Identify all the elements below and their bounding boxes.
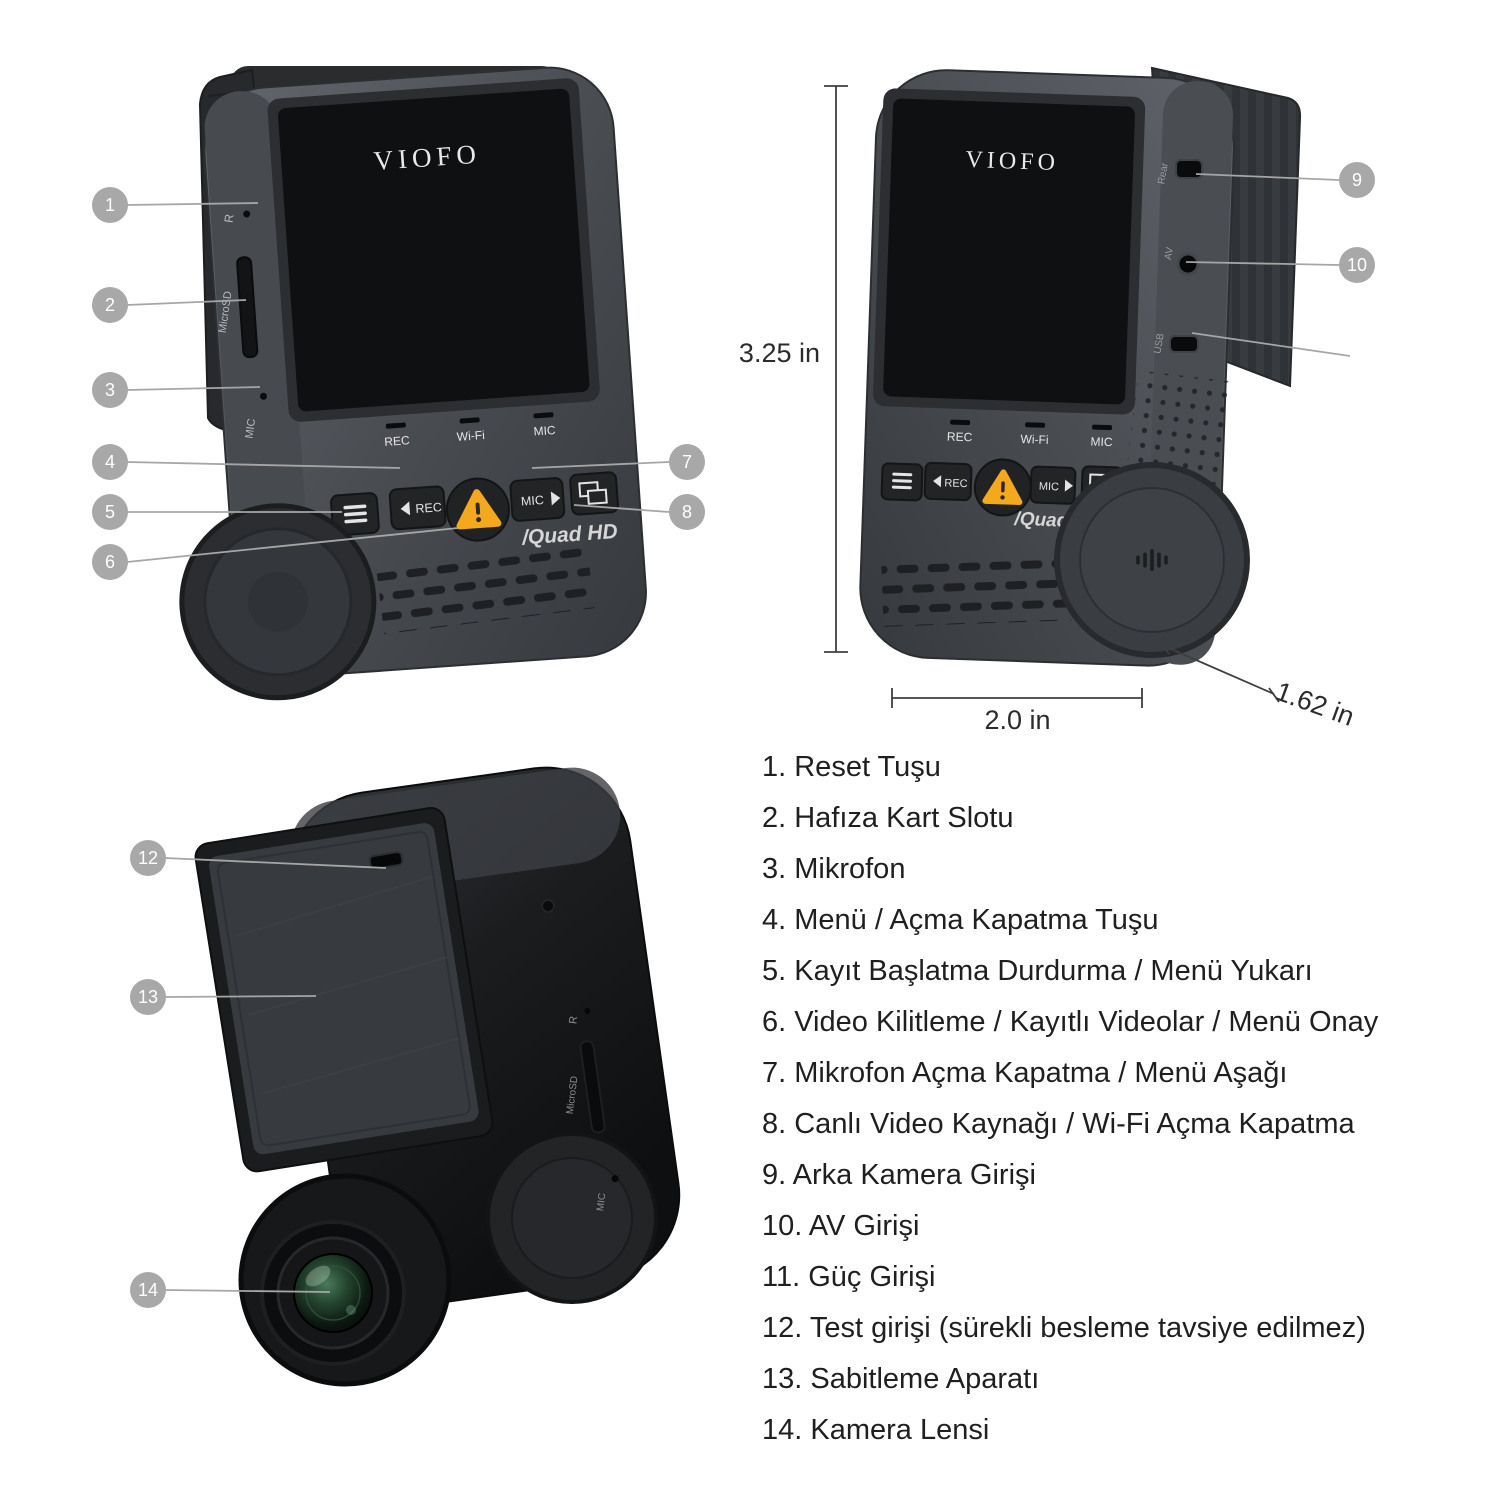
side-rec-button-label: REC [944, 477, 968, 490]
side-view-illustration: VIOFO REC Wi-Fi MIC REC [859, 66, 1302, 667]
legend: 1. Reset Tuşu 2. Hafıza Kart Slotu 3. Mi… [762, 750, 1378, 1447]
av-port-label: AV [1163, 246, 1176, 261]
side-brand-logo: VIOFO [965, 147, 1059, 176]
legend-item-12: 12. Test girişi (sürekli besleme tavsiye… [762, 1312, 1366, 1344]
side-menu-button [880, 462, 924, 502]
rear-camera-port [1175, 159, 1203, 179]
side-wifi-indicator-label: Wi-Fi [1020, 432, 1048, 447]
callout-badge-1: 1 [92, 187, 128, 223]
reset-label: R [222, 213, 237, 224]
mic-indicator-label: MIC [533, 423, 556, 439]
dimension-height-label: 3.25 in [738, 338, 820, 368]
legend-item-1: 1. Reset Tuşu [762, 751, 941, 783]
mounting-pad [194, 807, 494, 1173]
mic-hole [259, 392, 267, 400]
callout-badge-12: 12 [130, 840, 166, 876]
source-button [569, 471, 619, 516]
usb-port-label: USB [1152, 332, 1166, 354]
legend-item-7: 7. Mikrofon Açma Kapatma / Menü Aşağı [762, 1057, 1288, 1089]
legend-item-4: 4. Menü / Açma Kapatma Tuşu [762, 904, 1159, 936]
side-screen [883, 98, 1135, 405]
legend-item-14: 14. Kamera Lensi [762, 1414, 990, 1446]
callout-badge-13: 13 [130, 979, 166, 1015]
bottom-side-panel: R MicroSD MIC [565, 1007, 619, 1212]
callout-badge-8: 8 [669, 494, 705, 530]
screen [277, 88, 590, 412]
mic-slots-icon [1150, 549, 1154, 571]
mic-button-label: MIC [520, 493, 544, 509]
reset-pinhole [243, 210, 251, 218]
side-mic-indicator-label: MIC [1090, 434, 1113, 449]
front-view-illustration: VIOFO REC Wi-Fi MIC REC [179, 66, 647, 701]
callout-badge-4: 4 [92, 444, 128, 480]
menu-button [330, 492, 380, 537]
legend-item-2: 2. Hafıza Kart Slotu [762, 802, 1014, 834]
legend-item-11: 11. Güç Girişi [762, 1261, 936, 1293]
legend-item-9: 9. Arka Kamera Girişi [762, 1159, 1036, 1191]
bottom-view-illustration: R MicroSD MIC [194, 766, 681, 1387]
callout-badge-9: 9 [1339, 162, 1375, 198]
lens-highlight [305, 1265, 331, 1287]
mic-button: MIC [509, 477, 566, 522]
rec-indicator-label: REC [384, 433, 411, 449]
bottom-mic-label: MIC [595, 1192, 608, 1212]
usb-port [1169, 335, 1199, 353]
rec-button-label: REC [415, 500, 442, 516]
legend-item-3: 3. Mikrofon [762, 853, 906, 885]
side-lock-button [973, 458, 1032, 517]
bottom-microsd-slot [579, 1040, 606, 1134]
microphone-housing [1054, 462, 1250, 658]
callout-badge-10: 10 [1339, 247, 1375, 283]
bottom-reset-label: R [567, 1015, 580, 1024]
screw-hole-2 [541, 899, 555, 913]
bottom-microsd-label: MicroSD [565, 1075, 581, 1114]
rear-port-label: Rear [1156, 161, 1171, 185]
callout-badge-3: 3 [92, 372, 128, 408]
vent-holes [1126, 370, 1238, 486]
wifi-indicator-label: Wi-Fi [456, 428, 485, 444]
menu-icon [343, 504, 367, 510]
side-rec-button: REC [923, 461, 973, 502]
av-jack [1176, 252, 1200, 276]
front-device-body: VIOFO REC Wi-Fi MIC REC [179, 66, 647, 701]
legend-item-10: 10. AV Girişi [762, 1210, 920, 1242]
microsd-slot [236, 256, 259, 359]
mic-right-arrow-icon [550, 491, 561, 506]
legend-item-13: 13. Sabitleme Aparatı [762, 1363, 1040, 1395]
side-mic-button-label: MIC [1039, 481, 1060, 494]
rec-left-arrow-icon [400, 501, 411, 516]
side-mic-button: MIC [1029, 465, 1077, 505]
callout-badge-7: 7 [669, 444, 705, 480]
camera-lens [238, 1173, 452, 1387]
legend-item-8: 8. Canlı Video Kaynağı / Wi-Fi Açma Kapa… [762, 1108, 1355, 1140]
callout-badge-14: 14 [130, 1272, 166, 1308]
indicator-row: REC Wi-Fi MIC [384, 412, 556, 449]
side-rec-indicator-label: REC [947, 429, 973, 444]
callout-badge-5: 5 [92, 494, 128, 530]
speaker-grille [376, 544, 595, 634]
callout-badge-2: 2 [92, 287, 128, 323]
legend-item-6: 6. Video Kilitleme / Kayıtlı Videolar / … [762, 1006, 1379, 1038]
brand-logo: VIOFO [373, 139, 482, 176]
dimension-width-label: 2.0 in [984, 705, 1051, 735]
legend-item-5: 5. Kayıt Başlatma Durdurma / Menü Yukarı [762, 955, 1313, 987]
callout-badge-6: 6 [92, 544, 128, 580]
lock-button [445, 477, 510, 542]
side-mic-label: MIC [243, 418, 258, 440]
side-speaker-grille [881, 552, 1072, 627]
rec-button: REC [388, 485, 447, 531]
